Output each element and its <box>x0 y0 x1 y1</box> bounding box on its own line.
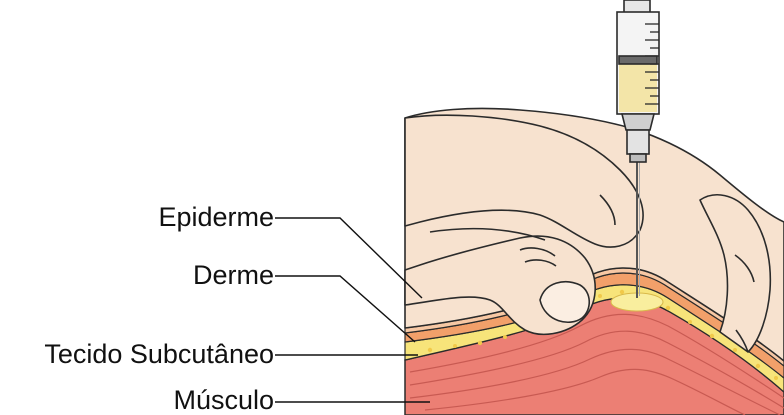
label-tecido-subcutaneo: Tecido Subcutâneo <box>44 338 274 370</box>
leader-derme <box>275 276 415 342</box>
leader-epiderme <box>275 218 422 298</box>
label-musculo: Músculo <box>173 384 274 415</box>
label-derme: Derme <box>193 259 274 291</box>
label-epiderme: Epiderme <box>158 201 274 233</box>
